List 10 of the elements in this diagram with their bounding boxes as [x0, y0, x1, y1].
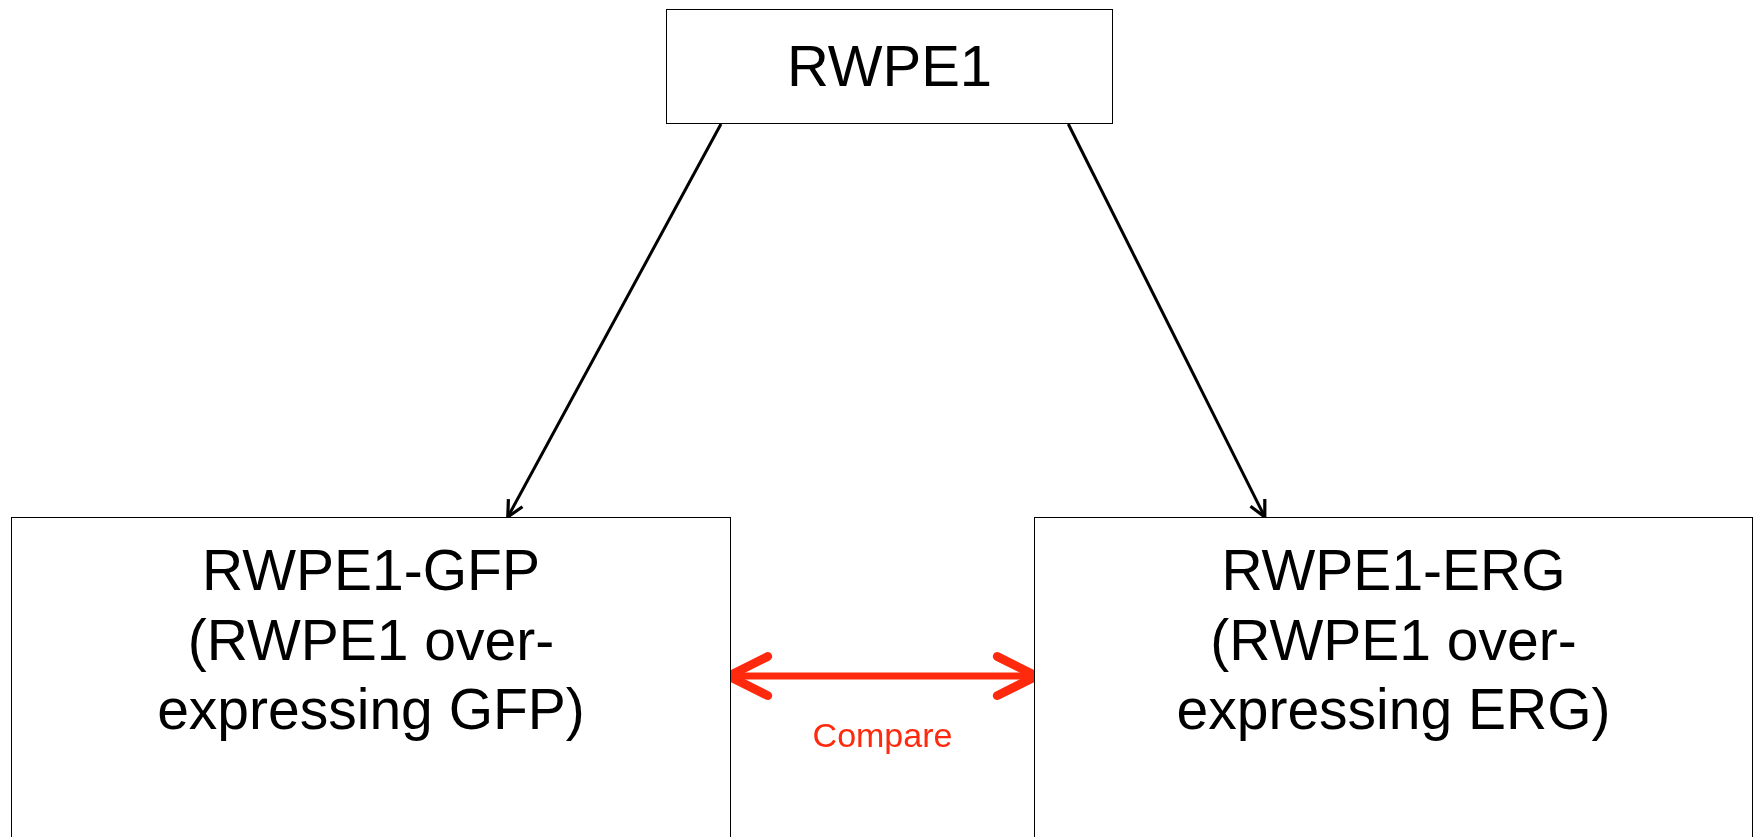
box-title: RWPE1 — [786, 32, 993, 101]
process-box — [11, 517, 731, 837]
box-title: RWPE1-GFP — [202, 537, 540, 604]
process-box — [666, 9, 1113, 124]
arrow — [506, 123, 723, 519]
box-description: (RWPE1 over-expressing ERG) — [1175, 606, 1612, 744]
box-description: (RWPE1 over-expressing GFP) — [156, 606, 586, 744]
arrow — [1066, 123, 1267, 519]
box-title: RWPE1-ERG — [1221, 537, 1566, 604]
process-box — [1034, 517, 1753, 837]
